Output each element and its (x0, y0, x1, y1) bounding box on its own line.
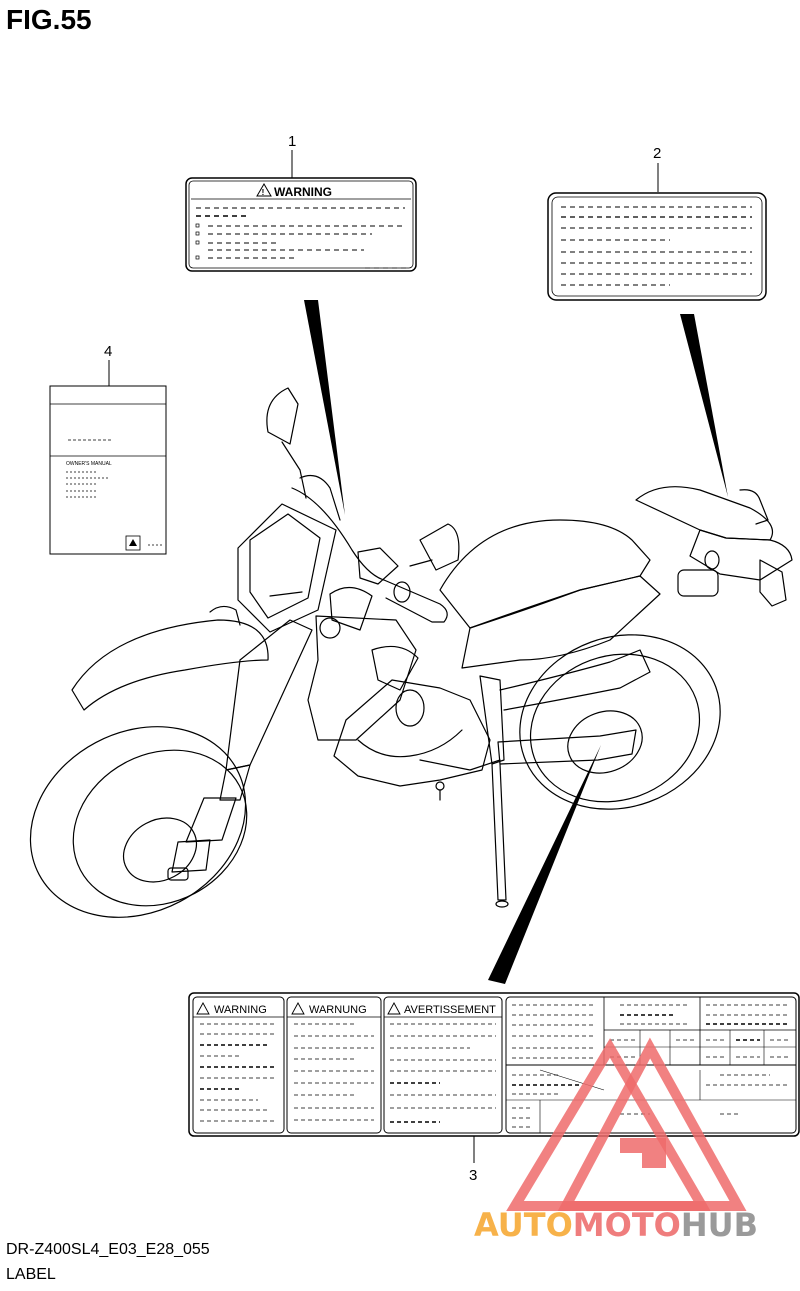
callout-3: 3 (469, 1135, 477, 1184)
watermark-text: AUTOMOTOHUB (474, 1206, 758, 1244)
manual-logo-icon (125, 535, 141, 551)
callout-4: 4 (104, 343, 112, 386)
label-1-warning-heading: WARNING (274, 185, 332, 199)
callout-2: 2 (653, 145, 661, 192)
manual-title-text: OWNER'S MANUAL (66, 461, 112, 467)
label-2 (547, 192, 767, 301)
leader-wedge-1 (304, 300, 345, 515)
label-3-avertissement-heading: AVERTISSEMENT (404, 1004, 496, 1016)
warning-triangle-icon (291, 1002, 305, 1015)
leader-wedge-3 (488, 745, 601, 984)
automotohub-logo-icon (506, 1037, 747, 1211)
label-3-warnung-heading: WARNUNG (309, 1004, 367, 1016)
warning-triangle-icon (387, 1002, 401, 1015)
label-1-warning: ! WARNING (185, 177, 417, 272)
watermark-part-3: HUB (680, 1206, 759, 1244)
figure-title: FIG.55 (6, 4, 92, 35)
diagram-code: DR-Z400SL4_E03_E28_055 (6, 1241, 210, 1258)
diagram-caption: LABEL (6, 1266, 56, 1283)
callout-number-1: 1 (288, 133, 296, 150)
callout-number-3: 3 (469, 1167, 477, 1184)
svg-text:!: ! (262, 188, 265, 197)
leader-wedge-2 (680, 314, 728, 497)
callout-1: 1 (288, 133, 296, 178)
label-3-warning-heading: WARNING (214, 1004, 267, 1016)
warning-triangle-icon (196, 1002, 210, 1015)
motorcycle-illustration (29, 387, 793, 918)
item-4-owners-manual: OWNER'S MANUAL (49, 385, 167, 555)
warning-triangle-icon (256, 183, 272, 197)
label-3-warnings: WARNING WARNUNG (188, 992, 800, 1137)
callout-number-2: 2 (653, 145, 661, 162)
watermark-part-2: MOTO (572, 1206, 681, 1244)
callout-number-4: 4 (104, 343, 112, 360)
watermark-part-1: AUTO (474, 1206, 573, 1244)
